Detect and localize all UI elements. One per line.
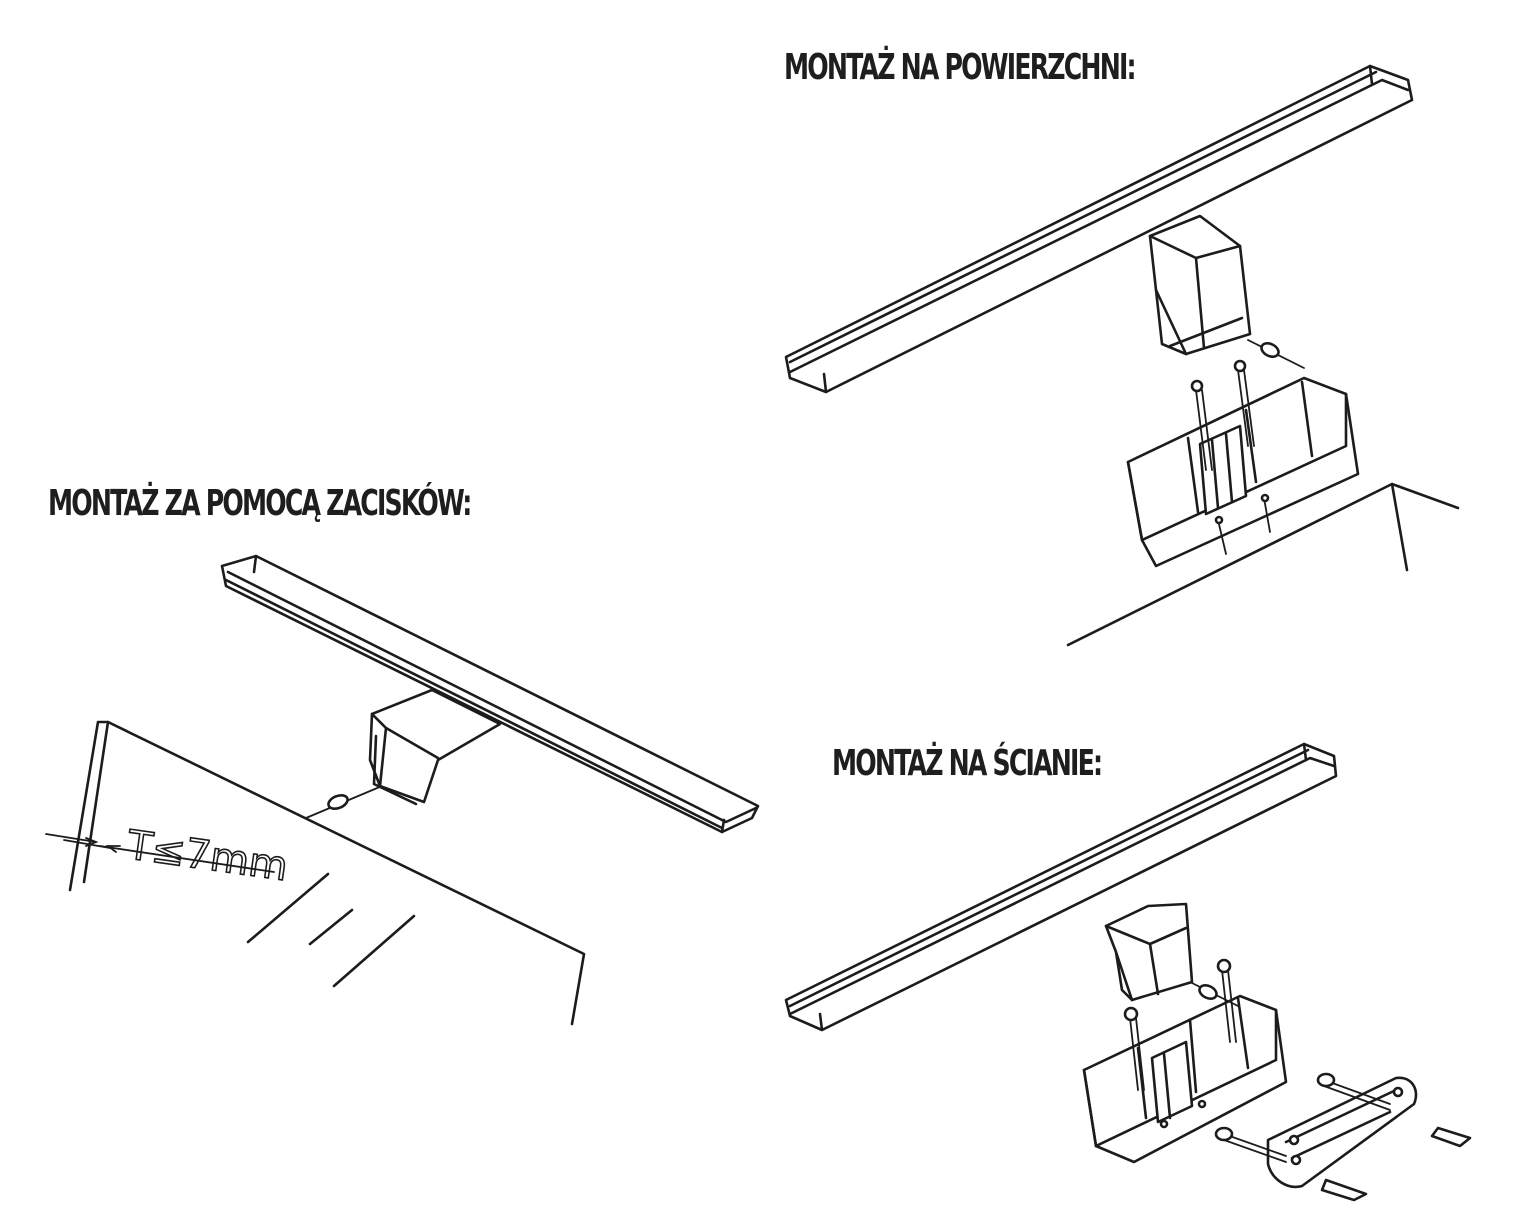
wall-base-box	[1084, 996, 1286, 1162]
surface-adjust-nut	[1248, 340, 1304, 368]
thickness-dimension: T≤7mm	[46, 821, 292, 891]
surface-mount-illustration	[786, 66, 1458, 645]
clamp-mount-illustration: T≤7mm	[46, 556, 758, 1024]
panel-hatch-marks	[248, 874, 414, 986]
clamp-screw	[306, 786, 382, 818]
section-title-surface: MONTAŻ NA POWIERZCHNI:	[784, 47, 1137, 88]
surface-base-box	[1128, 378, 1358, 566]
surface-screws	[1192, 361, 1270, 554]
wall-mount-illustration	[786, 744, 1470, 1200]
wall-led-lamp-bar	[786, 744, 1336, 1030]
thickness-dimension-label: T≤7mm	[124, 822, 291, 890]
surface-mount-bracket	[1150, 216, 1250, 354]
section-title-clamp: MONTAŻ ZA POMOCĄ ZACISKÓW:	[48, 483, 472, 524]
surface-edge	[1068, 484, 1458, 645]
clamp-bracket	[370, 690, 500, 804]
wall-plate-screws	[1216, 1074, 1470, 1200]
wall-mounting-plate	[1268, 1078, 1416, 1187]
wall-mount-bracket	[1106, 904, 1192, 1000]
panel-top-edge	[108, 722, 584, 1024]
wall-adjust-nut	[1186, 980, 1238, 1006]
surface-led-lamp-bar	[786, 66, 1412, 392]
panel-front-edge	[70, 722, 108, 890]
section-title-wall: MONTAŻ NA ŚCIANIE:	[832, 743, 1103, 784]
clamp-led-lamp-bar	[222, 556, 758, 832]
wall-screws	[1125, 960, 1236, 1090]
